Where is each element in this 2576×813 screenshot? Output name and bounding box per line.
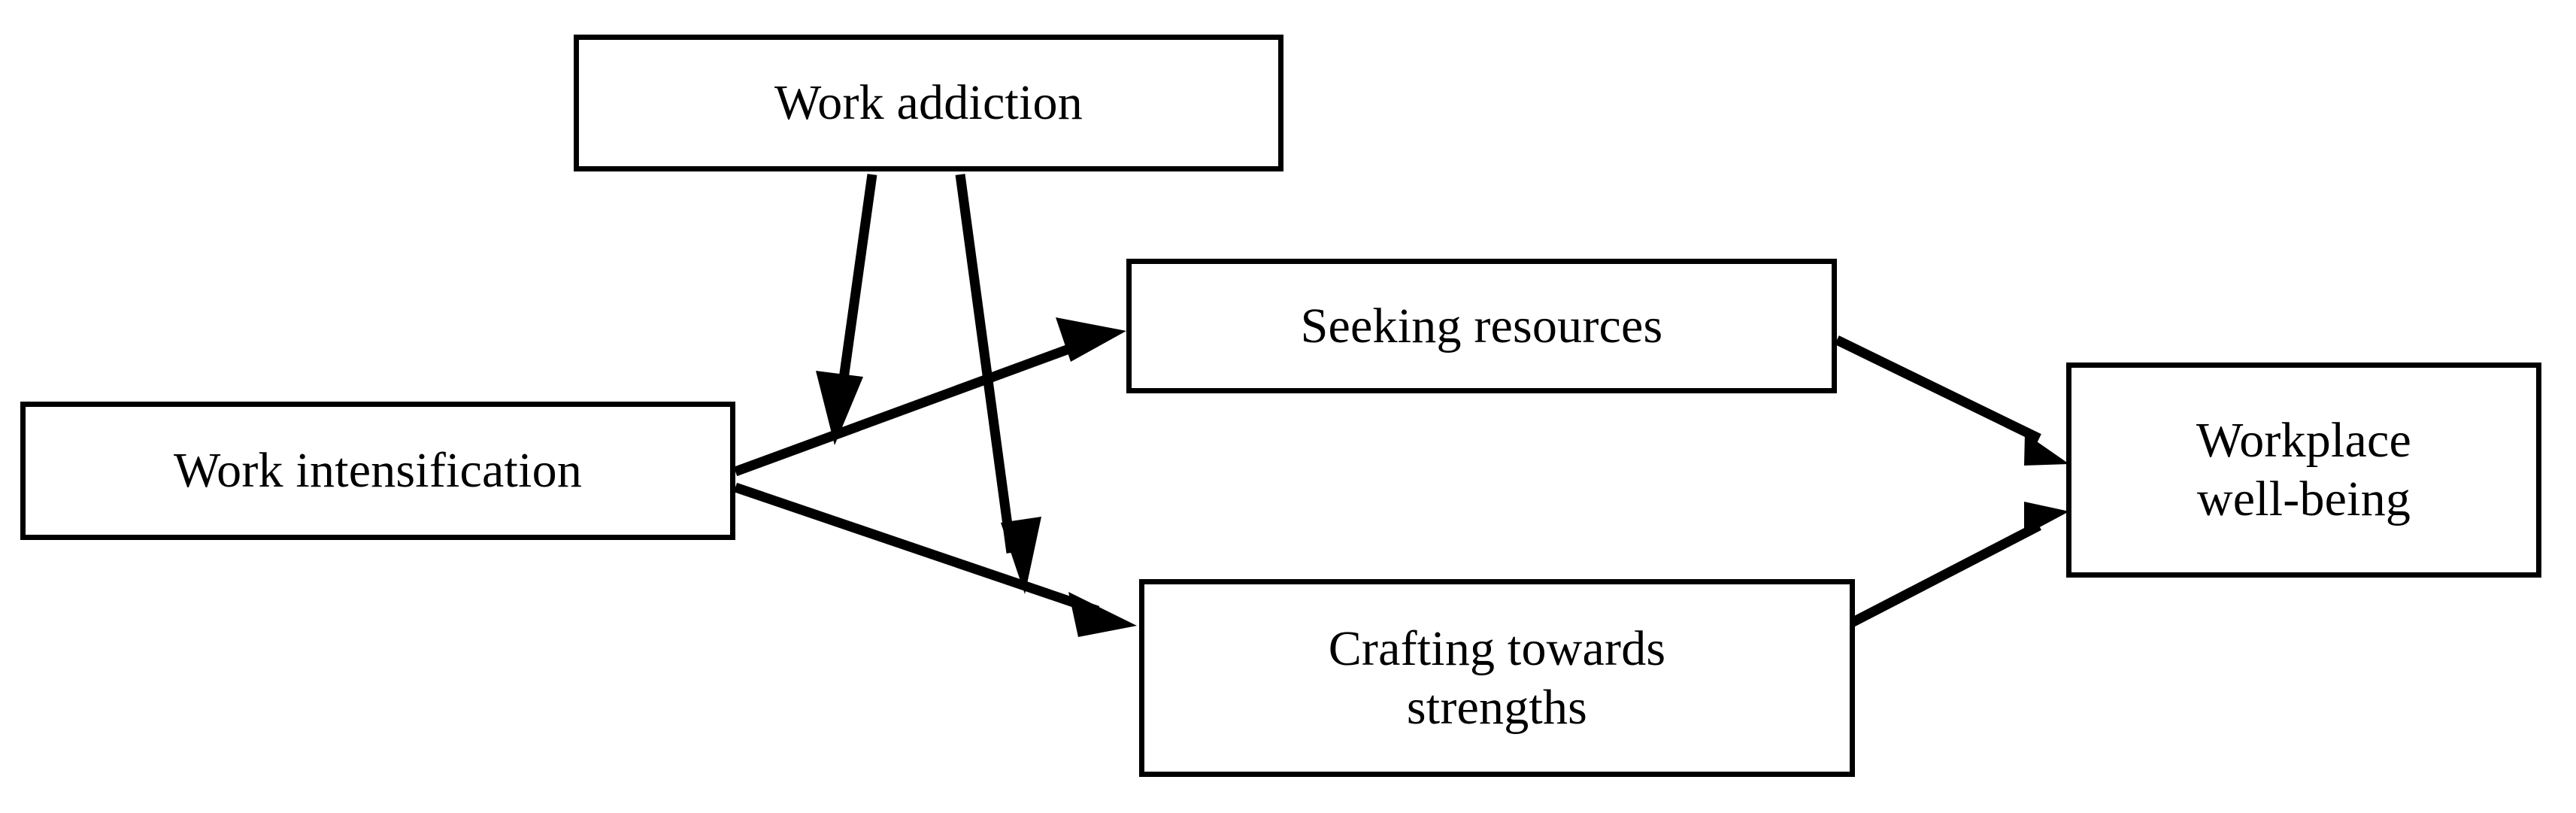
edge-line [733,331,1106,477]
edge-line [1844,521,2041,630]
edge-intensification-to-crafting [733,482,1137,637]
edge-line [836,174,877,396]
arrowhead-icon [1056,317,1126,362]
node-work-addiction-label: Work addiction [774,75,1083,131]
edge-crafting-to-wellbeing [1844,502,2069,630]
arrowhead-icon [2024,502,2069,535]
node-seeking-resources[interactable]: Seeking resources [1126,259,1837,393]
arrowhead-icon [816,371,863,445]
edge-seeking-to-wellbeing [1835,335,2069,466]
edge-addiction-to-path-crafting [955,174,1041,594]
arrowhead-icon [2024,433,2069,466]
edge-intensification-to-seeking [733,317,1126,477]
node-crafting-strengths[interactable]: Crafting towards strengths [1139,579,1855,777]
edge-line [955,174,1017,554]
edge-line [1835,335,2041,443]
node-workplace-wellbeing-label: Workplace well-being [2196,413,2411,526]
node-workplace-wellbeing[interactable]: Workplace well-being [2066,363,2541,578]
node-crafting-strengths-label: Crafting towards strengths [1328,620,1666,735]
edge-addiction-to-path-seeking [816,174,877,445]
edge-line [733,482,1100,616]
arrowhead-icon [1001,517,1041,594]
node-seeking-resources-label: Seeking resources [1300,298,1663,353]
node-work-intensification[interactable]: Work intensification [20,402,735,540]
arrowhead-icon [1068,592,1137,637]
node-work-intensification-label: Work intensification [173,443,583,499]
node-work-addiction[interactable]: Work addiction [574,35,1283,171]
